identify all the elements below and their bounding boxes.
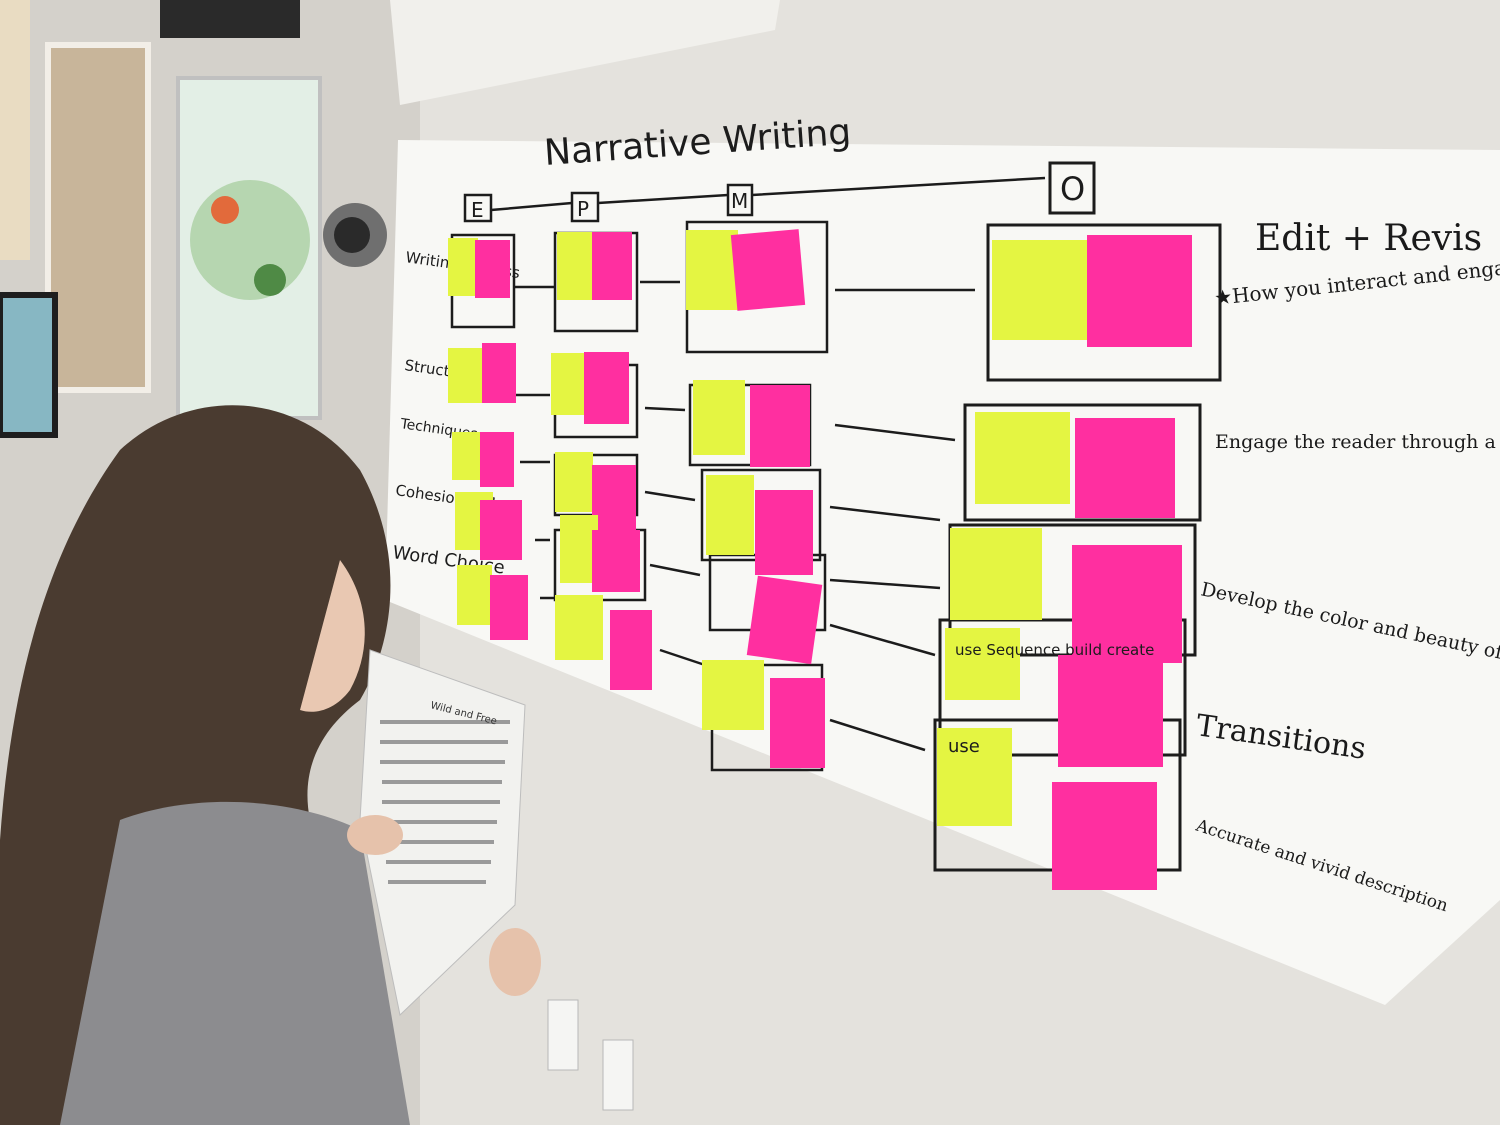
gray-sweater [60, 801, 410, 1125]
girl-hand [489, 928, 541, 996]
stage-boxes [463, 161, 1096, 223]
handout-text-lines [380, 720, 510, 884]
girl-face [300, 560, 365, 712]
upper-paper-sheet [390, 0, 780, 105]
wall-outlet [547, 999, 579, 1071]
black-frame [160, 0, 300, 38]
framed-print [45, 42, 151, 393]
stage-o: O [1060, 170, 1085, 208]
sticky-notes [448, 229, 1192, 890]
sticky-note-text: use [948, 736, 980, 757]
desc-edit-revise: Edit + Revis [1255, 218, 1482, 259]
stage-p: P [577, 197, 589, 221]
stage-e: E [471, 198, 484, 222]
blue-frame [0, 292, 58, 438]
sticky-note-text: use Sequence build create [955, 641, 1154, 659]
stage-m: M [731, 189, 748, 213]
girl-hand [347, 815, 403, 855]
desc-engage-reader: Engage the reader through a well develop… [1215, 431, 1500, 453]
wall-outlet [602, 1039, 634, 1111]
